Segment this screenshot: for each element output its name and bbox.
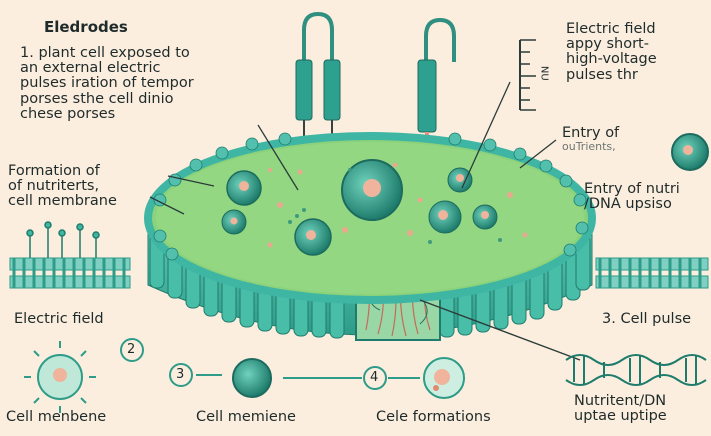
bottom-label-cell-membrane: Cell menbene xyxy=(6,410,106,425)
step-1-description: 1. plant cell exposed to an external ele… xyxy=(20,46,194,122)
electric-field-line: Electric field xyxy=(566,22,657,37)
step-1-line: chese porses xyxy=(20,107,194,122)
entry-of-nutrients-top: Entry of ouTrients, xyxy=(562,126,619,153)
formation-line: of nutriterts, xyxy=(8,179,117,194)
nutrient-cell-1 xyxy=(24,341,96,413)
entry-line: Entry of nutri xyxy=(584,182,680,197)
entry-line: /DNA upsiso xyxy=(584,197,680,212)
cell-pulse-label: 3. Cell pulse xyxy=(602,312,691,327)
step-number-2: 2 xyxy=(127,343,135,357)
membrane-strip-left xyxy=(10,222,130,288)
bottom-label-nutrient-uptake: Nutritent/DN uptae uptipe xyxy=(574,394,667,424)
uptake-line: Nutritent/DN xyxy=(574,394,667,409)
electric-field-line: high-voltage xyxy=(566,52,657,67)
formation-label: Formation of of nutriterts, cell membran… xyxy=(8,164,117,210)
dna-helix xyxy=(566,355,706,385)
entry-line: Entry of xyxy=(562,126,619,141)
uptake-line: uptae uptipe xyxy=(574,409,667,424)
step-1-line: 1. plant cell exposed to xyxy=(20,46,194,61)
step-number-3: 3 xyxy=(176,368,184,382)
bottom-label-cell-memiene: Cell memiene xyxy=(196,410,296,425)
step-1-line: pulses iration of tempor xyxy=(20,76,194,91)
electric-field-line: appy short- xyxy=(566,37,657,52)
formation-line: cell membrane xyxy=(8,194,117,209)
formation-line: Formation of xyxy=(8,164,117,179)
entry-line: ouTrients, xyxy=(562,141,619,153)
electrodes-title: Eledrodes xyxy=(44,20,128,36)
ruler-mark: NU xyxy=(538,66,549,81)
step-1-line: porses sthe cell dinio xyxy=(20,92,194,107)
step-number-4: 4 xyxy=(370,371,378,385)
bottom-label-cell-formation: Cele formations xyxy=(376,410,491,425)
scale-ruler xyxy=(520,40,536,110)
electric-field-left-label: Electric field xyxy=(14,312,104,327)
electric-field-line: pulses thr xyxy=(566,68,657,83)
step-1-line: an external electric xyxy=(20,61,194,76)
electric-field-description: Electric field appy short- high-voltage … xyxy=(566,22,657,83)
entry-of-nutrients-dna: Entry of nutri /DNA upsiso xyxy=(584,182,680,212)
